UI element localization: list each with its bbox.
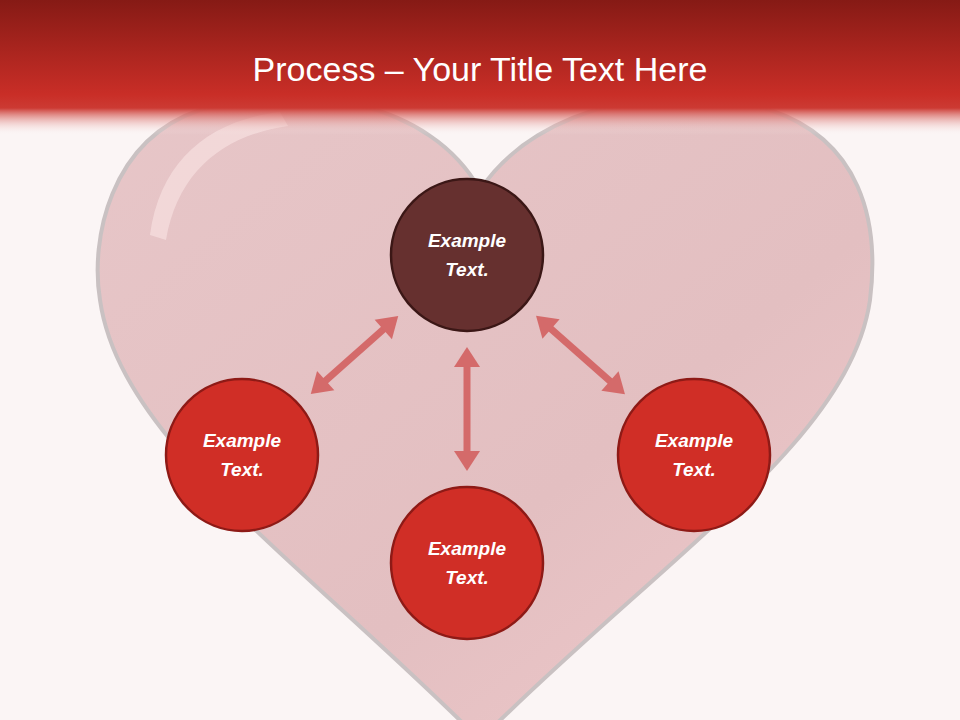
double-arrow	[311, 316, 398, 394]
circle-outline	[164, 377, 320, 533]
process-circle: Example Text.	[616, 377, 772, 533]
arrow-head	[601, 371, 625, 394]
double-arrow	[454, 347, 480, 471]
heart-shape	[98, 97, 873, 720]
circle-content: Example Text.	[389, 177, 545, 333]
circle-outline	[389, 177, 545, 333]
process-circle: Example Text.	[164, 377, 320, 533]
circle-outline	[389, 485, 545, 641]
circle-content: Example Text.	[164, 377, 320, 533]
arrow-shaft	[464, 365, 471, 453]
circle-content: Example Text.	[616, 377, 772, 533]
process-circle: Example Text.	[389, 485, 545, 641]
circle-fill	[166, 379, 318, 531]
circle-label: Example Text.	[417, 534, 517, 592]
circle-outline	[616, 377, 772, 533]
arrow-shaft	[324, 328, 385, 382]
arrow-head	[536, 316, 560, 339]
circle-label: Example Text.	[644, 426, 744, 484]
arrow-head	[375, 316, 399, 339]
circle-fill	[391, 179, 543, 331]
circle-fill	[391, 487, 543, 639]
arrow-head	[311, 371, 335, 394]
double-arrow	[536, 316, 625, 394]
circle-label: Example Text.	[417, 226, 517, 284]
circle-fill	[618, 379, 770, 531]
circle-label: Example Text.	[192, 426, 292, 484]
header-bar	[0, 0, 960, 135]
arrow-head	[454, 451, 480, 471]
process-circle: Example Text.	[389, 177, 545, 333]
arrow-shaft	[550, 328, 612, 383]
circle-content: Example Text.	[389, 485, 545, 641]
slide-title: Process – Your Title Text Here	[0, 50, 960, 89]
arrow-head	[454, 347, 480, 367]
